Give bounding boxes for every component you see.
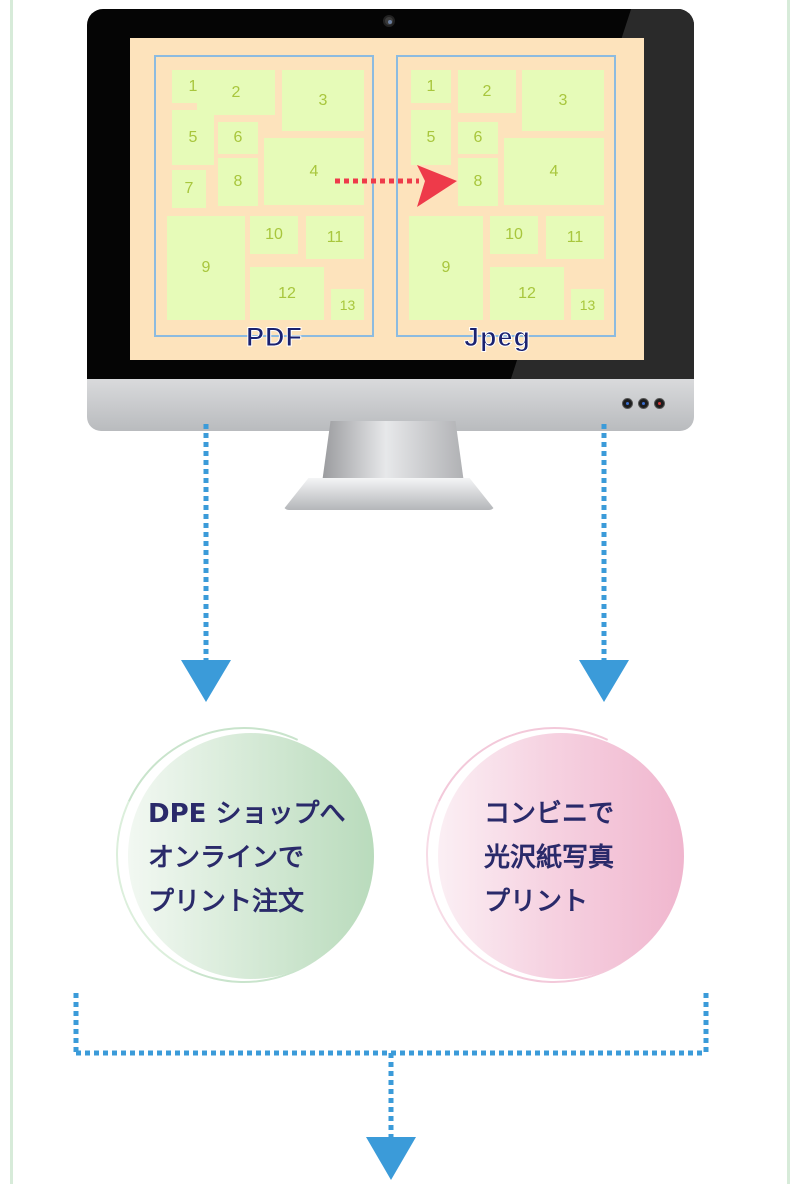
convenience-store-option-circle (438, 733, 684, 979)
convenience-store-option-text: コンビニで 光沢紙写真 プリント (484, 799, 615, 917)
layout-cell: 2 (458, 70, 516, 113)
layout-cell: 11 (546, 216, 604, 259)
frame-left-line (10, 0, 13, 1184)
bottom-arrowhead-icon (366, 1137, 416, 1180)
jpeg-label: Jpeg (463, 322, 532, 353)
layout-cell: 10 (490, 216, 538, 254)
layout-cell: 9 (167, 216, 245, 320)
pdf-label: PDF (246, 322, 303, 353)
monitor-button-icon (638, 398, 649, 409)
layout-cell: 9 (409, 216, 483, 320)
right-arrowhead-icon (579, 660, 629, 702)
layout-cell: 6 (458, 122, 498, 154)
layout-cell: 7 (172, 170, 206, 208)
layout-cell: 8 (218, 158, 258, 206)
camera-icon (383, 15, 395, 27)
layout-cell: 4 (264, 138, 364, 205)
frame-right-line (787, 0, 790, 1184)
layout-cell: 13 (571, 289, 604, 320)
layout-cell: 1 (411, 70, 451, 103)
layout-cell: 3 (282, 70, 364, 131)
layout-cell: 12 (490, 267, 564, 320)
layout-cell: 11 (306, 216, 364, 259)
layout-cell: 10 (250, 216, 298, 254)
left-arrowhead-icon (181, 660, 231, 702)
layout-cell: 5 (172, 110, 214, 165)
monitor-stand-neck (322, 421, 464, 483)
monitor-button-icon (622, 398, 633, 409)
dpe-shop-option-circle (128, 733, 374, 979)
power-button-icon (654, 398, 665, 409)
dpe-shop-option-text: DPE ショップへ オンラインで プリント注文 (148, 799, 346, 917)
layout-cell: 13 (331, 289, 364, 320)
convert-arrow-icon (335, 165, 457, 207)
layout-cell: 3 (522, 70, 604, 131)
layout-cell: 2 (197, 70, 275, 115)
layout-cell: 5 (411, 110, 451, 165)
layout-cell: 12 (250, 267, 324, 320)
jpeg-layout-panel: 1 2 3 5 6 4 8 9 10 11 12 13 (396, 55, 616, 337)
layout-cell: 6 (218, 122, 258, 154)
layout-cell: 4 (504, 138, 604, 205)
monitor-screen: 1 2 3 5 6 4 7 8 9 10 11 12 13 1 2 3 5 6 … (130, 38, 644, 360)
pdf-layout-panel: 1 2 3 5 6 4 7 8 9 10 11 12 13 (154, 55, 374, 337)
monitor-stand-base (283, 478, 495, 510)
layout-cell: 8 (458, 158, 498, 206)
